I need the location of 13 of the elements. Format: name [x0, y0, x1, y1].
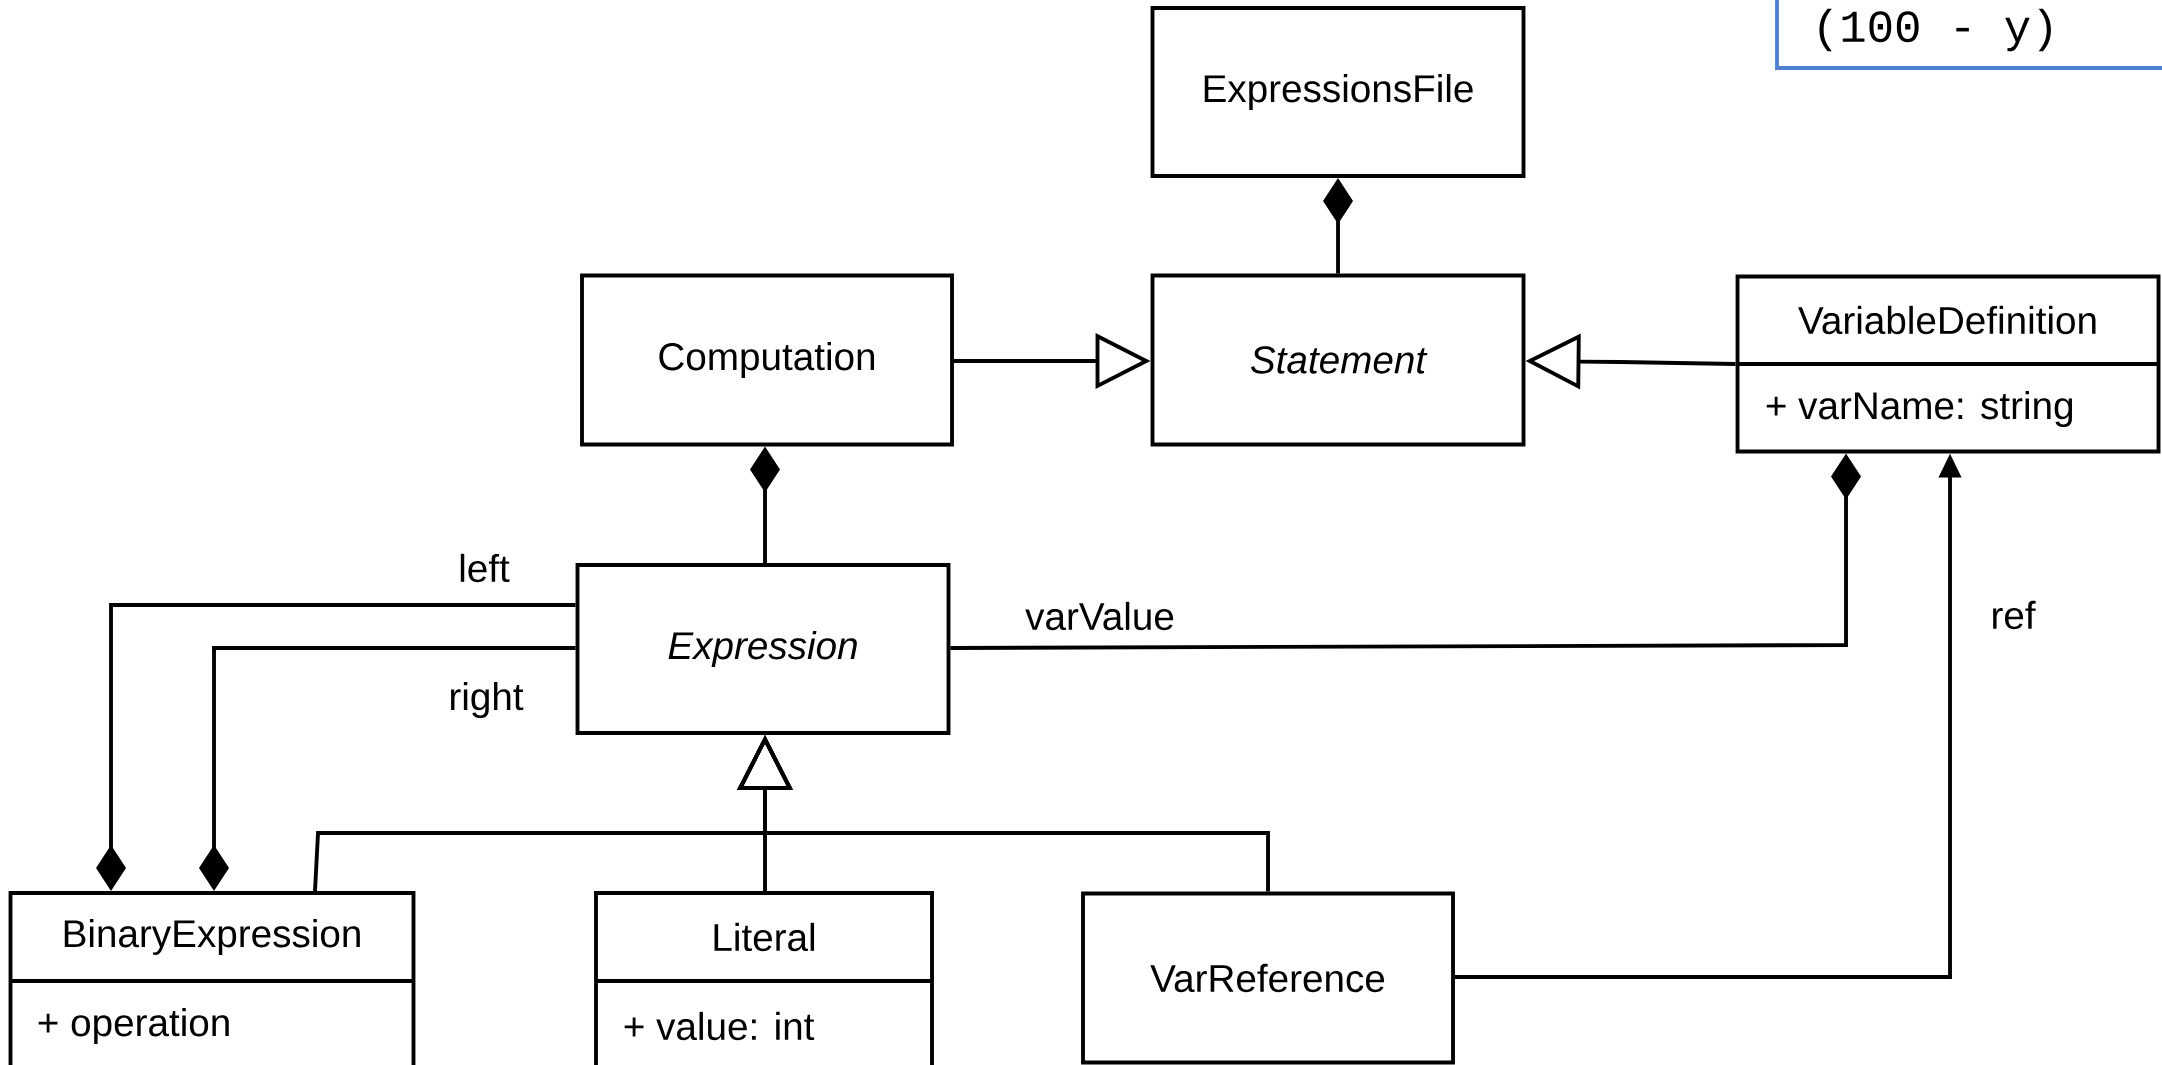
- class-box: ExpressionsFile: [1150, 6, 1526, 178]
- class-box: Literal + value: int: [594, 891, 934, 1065]
- class-box: Computation: [580, 273, 954, 447]
- edge-label: left: [454, 550, 514, 586]
- edge-label: right: [444, 678, 528, 722]
- edge-label: varValue: [1021, 598, 1179, 634]
- class-box: VarReference: [1081, 891, 1455, 1065]
- class-box: Expression: [575, 563, 951, 735]
- class-box: VariableDefinition + varName: string: [1735, 274, 2161, 454]
- code-box: (100 - y): [1775, 0, 2162, 70]
- class-box: BinaryExpression + operation: [8, 891, 416, 1065]
- edge-label: ref: [1986, 597, 2040, 633]
- class-box: Statement: [1150, 273, 1526, 447]
